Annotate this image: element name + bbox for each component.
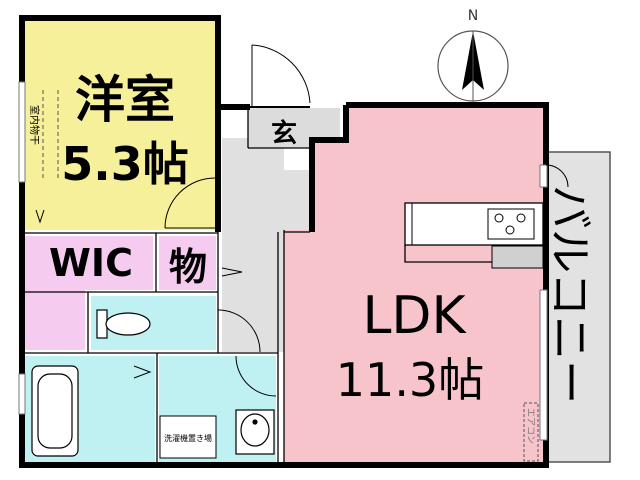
ldk-fill <box>284 108 543 462</box>
balcony-area <box>542 151 611 463</box>
sliding-marks <box>35 209 243 379</box>
entrance-label: 玄 <box>271 118 297 149</box>
kitchen-counter <box>404 202 544 269</box>
drying-rack <box>42 90 59 180</box>
outer-walls <box>19 15 549 468</box>
interior-walls <box>25 108 311 462</box>
storage-fill <box>159 236 216 290</box>
compass <box>437 30 509 102</box>
washer-space-label: 洗濯機置き場 <box>164 433 212 443</box>
western-room-size: 5.3帖 <box>61 137 189 191</box>
western-room-name: 洋室 <box>75 71 175 129</box>
compass-north-label: N <box>468 8 478 24</box>
western-room-fill <box>25 18 217 230</box>
wic-fill <box>25 236 153 290</box>
bathtub <box>31 365 79 457</box>
wic-lower-fill <box>25 290 85 350</box>
ldk-name: LDK <box>362 286 467 346</box>
hall-fill-2 <box>222 170 310 230</box>
toilet <box>96 309 151 339</box>
storage-label: 物 <box>169 245 207 289</box>
aircon-box <box>523 402 539 462</box>
aircon-label: エアコン <box>525 408 535 444</box>
wic-label: WIC <box>49 241 133 285</box>
windows <box>18 81 548 441</box>
ldk-size: 11.3帖 <box>336 353 484 407</box>
washer-space <box>159 415 217 459</box>
doors <box>164 44 569 397</box>
wash-basin <box>235 409 275 455</box>
balcony-label: バルコニー <box>544 185 595 404</box>
indoor-drying-label: 室内物干 <box>28 105 41 145</box>
